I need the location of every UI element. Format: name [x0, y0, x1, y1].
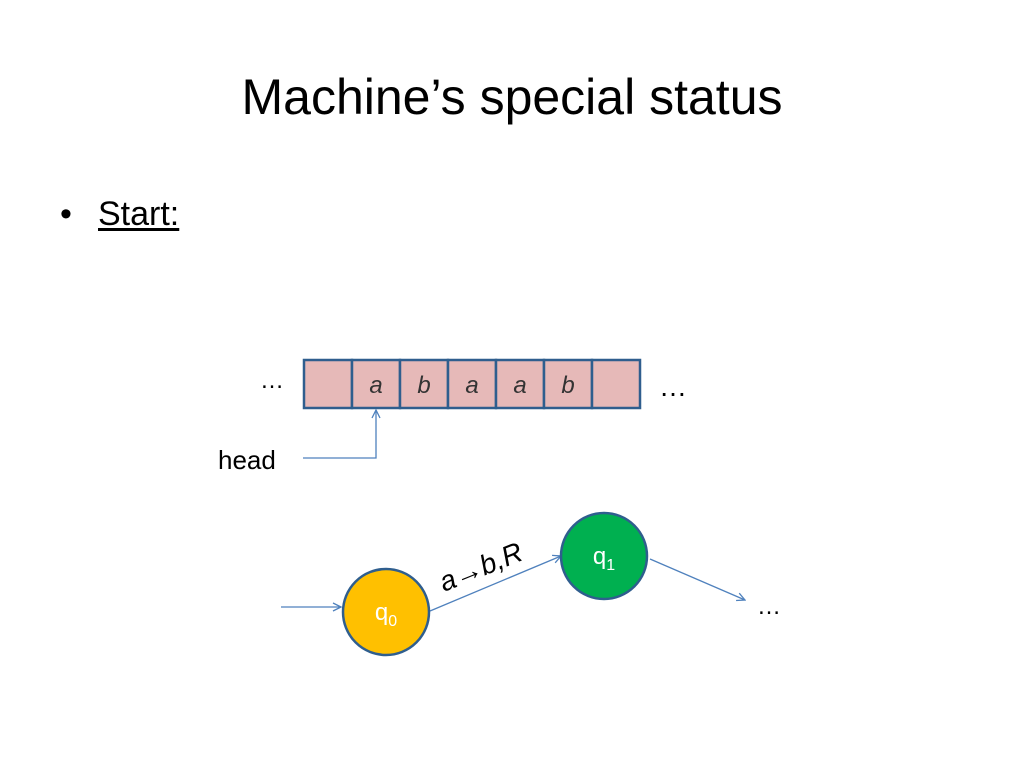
state-q1-label: q1 [593, 543, 615, 574]
state-q1-circle [559, 511, 649, 601]
tape-cell-symbol: b [561, 372, 574, 399]
head-pointer: head [218, 410, 376, 475]
tape-right-ellipsis: … [659, 371, 687, 402]
tape-cell [398, 358, 450, 410]
bullet-dot: • [60, 195, 72, 233]
tape-cell [542, 358, 594, 410]
head-label: head [218, 445, 276, 475]
tape-cell-symbol: a [369, 372, 382, 399]
tape-cell [590, 358, 642, 410]
tape-cell-symbol: a [465, 372, 478, 399]
head-arrow [303, 410, 376, 459]
tape-cell-symbol: b [417, 372, 430, 399]
state-q1-subscript: 1 [606, 557, 615, 574]
tape-cell [302, 358, 354, 410]
state-q0-subscript: 0 [388, 613, 397, 630]
tape: … a b a a b … [260, 358, 687, 410]
slide-title: Machine’s special status [241, 69, 783, 125]
continuation-arrow [649, 558, 745, 600]
state-q0-circle [341, 567, 431, 657]
tape-left-ellipsis: … [260, 367, 284, 394]
state-q1: q1 [559, 511, 649, 601]
continuation-ellipsis: … [757, 593, 781, 620]
bullet-item: • Start: [60, 190, 179, 238]
transition-label: a→b,R [435, 536, 527, 597]
state-q0-label: q0 [375, 599, 397, 630]
tape-cell [446, 358, 498, 410]
tape-cell-symbol: a [513, 372, 526, 399]
state-q0-base: q [375, 599, 388, 626]
state-q0: q0 [341, 567, 431, 657]
state-q1-base: q [593, 543, 606, 570]
bullet-text: Start: [98, 195, 180, 233]
transition-arrow [429, 556, 561, 612]
